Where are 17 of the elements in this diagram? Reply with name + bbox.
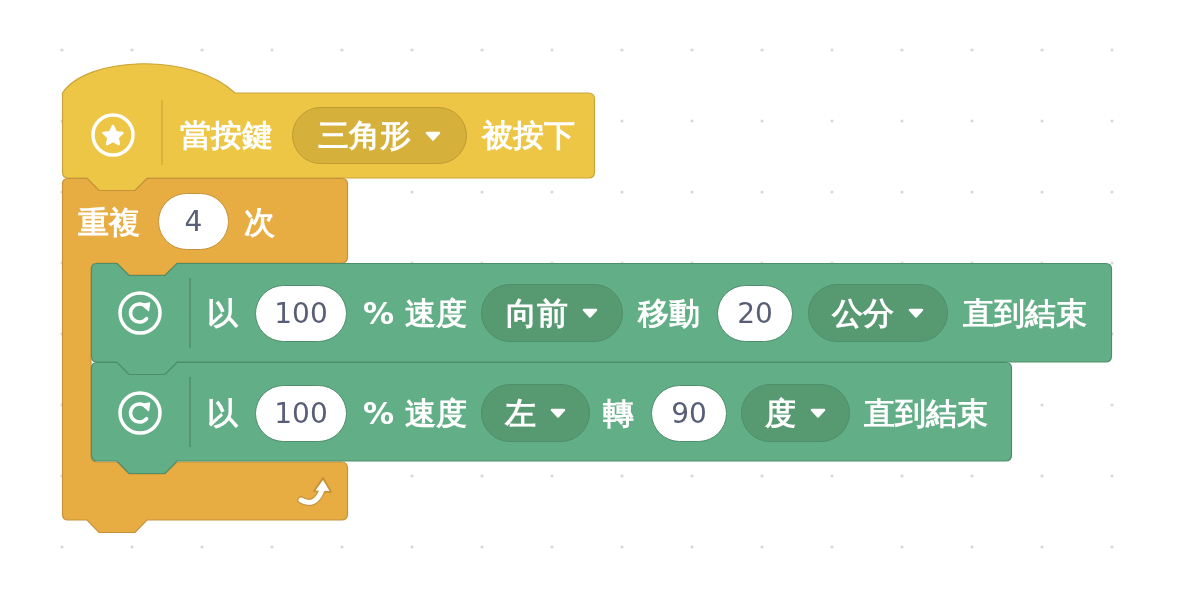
block-label: 直到結束 <box>963 295 1087 331</box>
dropdown-menu: 三角形 <box>292 107 467 164</box>
block-label: 轉 <box>603 395 634 431</box>
block-label: 以 <box>207 295 238 331</box>
motion-block <box>91 362 1012 475</box>
block-label: 重複 <box>78 204 140 240</box>
block-label: % 速度 <box>363 295 467 331</box>
block-label: 被按下 <box>482 117 575 153</box>
block-label: 當按鍵 <box>180 117 273 153</box>
block-label: % 速度 <box>363 395 467 431</box>
block-label: 以 <box>207 395 238 431</box>
dropdown-menu: 公分 <box>808 284 948 342</box>
block-label: 次 <box>244 204 275 240</box>
block-label: 移動 <box>638 295 700 331</box>
block-label: 直到結束 <box>864 395 988 431</box>
dropdown-menu: 向前 <box>481 284 623 342</box>
event-hat-block <box>62 62 595 191</box>
